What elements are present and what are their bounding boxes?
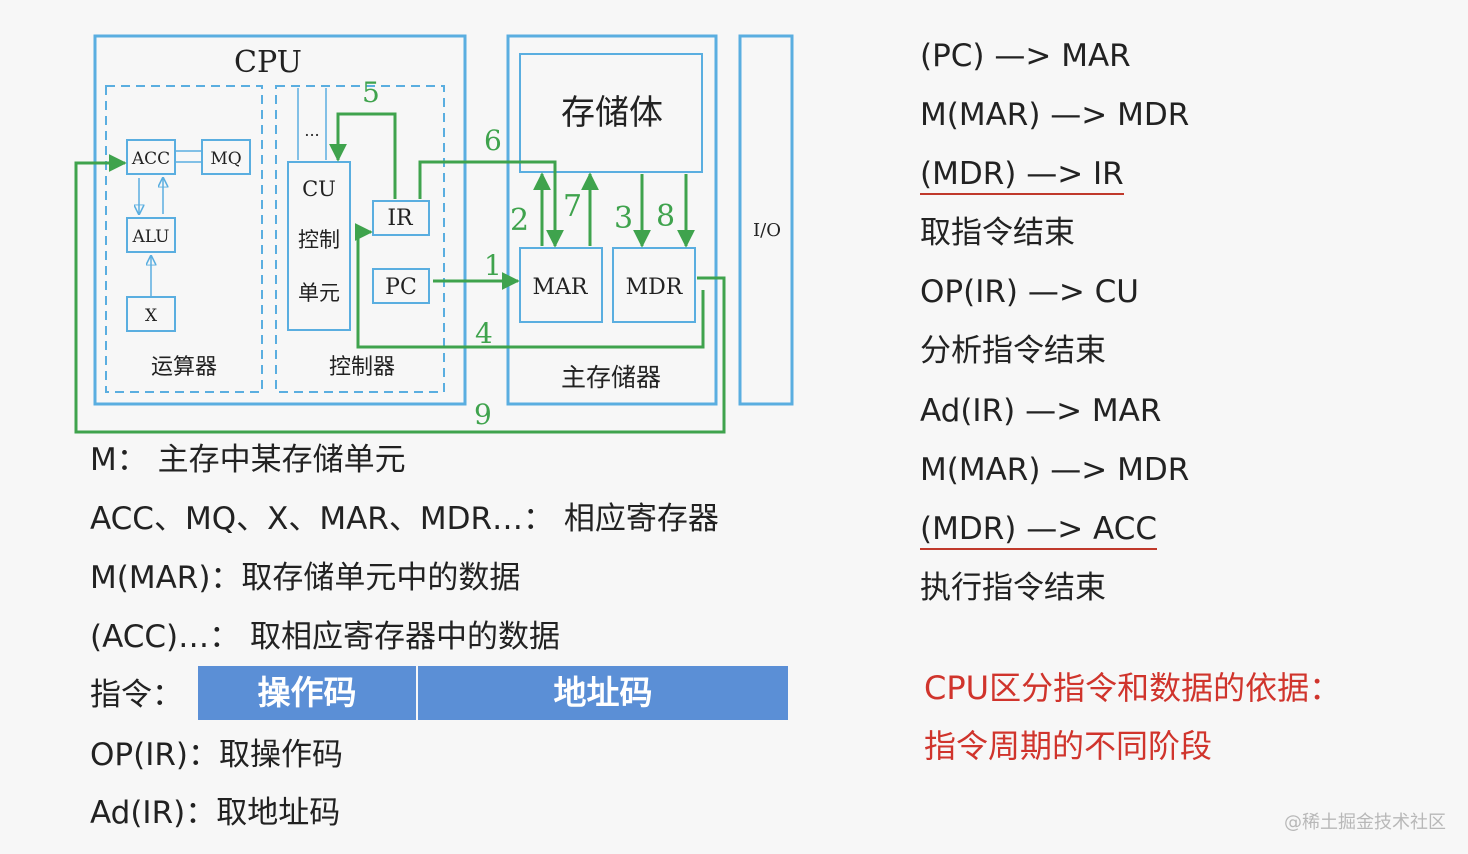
step-op-to-cu: OP(IR) —> CU [920,274,1139,310]
pc-label: PC [385,275,417,300]
step-memory-read-2: M(MAR) —> MDR [920,452,1190,488]
legend-registers: ACC、MQ、X、MAR、MDR…： 相应寄存器 [90,501,719,537]
mar-label: MAR [533,275,589,300]
step-mdr-to-acc: (MDR) —> ACC [920,509,1157,550]
cpu-frame [93,34,467,406]
pc-register [372,268,430,304]
control-group-label: 控制器 [329,355,395,380]
step-execute-end: 执行指令结束 [920,570,1106,606]
step-mdr-to-ir: (MDR) —> IR [920,154,1124,195]
step-label-3: 3 [614,201,633,236]
mar-register [519,247,603,323]
mdr-register [612,247,696,323]
ir-label: IR [387,206,414,231]
control-group-frame [275,85,445,393]
step-label-8: 8 [656,199,675,234]
legend-m-mar: M(MAR)：取存储单元中的数据 [90,560,521,596]
note-line-2: 指令周期的不同阶段 [924,727,1213,765]
legend-acc: (ACC)…： 取相应寄存器中的数据 [90,619,560,655]
mq-label: MQ [210,149,241,169]
step-fetch-end: 取指令结束 [920,215,1075,251]
x-label: X [145,306,158,326]
step-label-1: 1 [484,249,502,282]
main-memory-frame [506,34,718,406]
alu-group-label: 运算器 [151,355,217,380]
legend-ad-ir: Ad(IR)：取地址码 [90,795,341,831]
alu-unit [126,217,176,253]
io-frame [738,34,794,406]
cu-unit [287,161,351,331]
address-field: 地址码 [418,666,788,720]
cu-label: CU [302,177,336,201]
flow-9-mdr-to-acc [74,154,726,434]
ir-register [372,200,430,236]
step-ad-to-mar: Ad(IR) —> MAR [920,393,1162,429]
alu-group-frame [105,85,263,393]
flow-4-mdr-to-ir [354,223,705,349]
cu-label-line3: 单元 [298,281,340,305]
storage-body [519,53,703,173]
opcode-field: 操作码 [198,666,416,720]
step-label-5: 5 [362,76,380,109]
step-mdr-to-acc-text: (MDR) —> ACC [920,511,1157,550]
cu-label-line2: 控制 [298,228,340,252]
mdr-label: MDR [626,275,684,300]
step-label-7: 7 [563,189,582,224]
legend-op-ir: OP(IR)：取操作码 [90,737,343,773]
alu-label: ALU [132,227,170,247]
cpu-title: CPU [234,45,302,80]
step-label-2: 2 [510,203,529,238]
storage-body-label: 存储体 [561,93,663,133]
watermark: @稀土掘金技术社区 [1284,812,1446,833]
step-memory-read: M(MAR) —> MDR [920,97,1190,133]
step-label-9: 9 [474,398,492,431]
step-mdr-to-ir-text: (MDR) —> IR [920,156,1124,195]
instruction-label: 指令： [90,677,183,713]
legend-m: M： 主存中某存储单元 [90,442,406,478]
bus-ellipsis: ... [304,121,319,140]
mq-register [201,139,251,175]
step-decode-end: 分析指令结束 [920,333,1106,369]
acc-label: ACC [131,149,170,169]
main-memory-label: 主存储器 [561,363,661,392]
step-pc-to-mar: (PC) —> MAR [920,38,1131,74]
step-label-6: 6 [484,124,502,157]
note-line-1: CPU区分指令和数据的依据： [924,669,1342,707]
io-label: I/O [753,220,781,241]
step-label-4: 4 [475,317,493,350]
acc-register [126,139,176,175]
flow-5-ir-to-cu [329,112,397,199]
flow-6-ir-to-mar [418,160,564,248]
